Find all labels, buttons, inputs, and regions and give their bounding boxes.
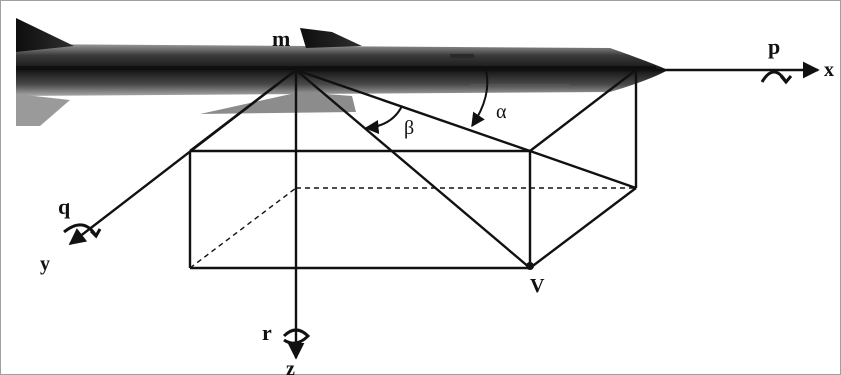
alpha-arc <box>471 69 489 128</box>
velocity-geometry <box>189 68 531 269</box>
body-detail <box>450 54 474 58</box>
yaw-rate-icon <box>282 328 311 345</box>
z-axis-label: z <box>286 358 295 375</box>
y-projection-line <box>189 69 297 152</box>
velocity-projection-line <box>295 68 531 153</box>
beta-arc <box>364 105 403 135</box>
origin-label: m <box>272 26 290 51</box>
pitch-rate-label: q <box>58 194 71 219</box>
y-axis-label: y <box>40 253 50 275</box>
wing-fin-top <box>300 28 362 48</box>
roll-rate-icon <box>760 70 793 85</box>
box-top-right-edge <box>529 69 637 152</box>
pitch-rate-icon <box>63 223 102 239</box>
velocity-point <box>526 262 534 270</box>
tail-fin-bottom <box>16 94 70 126</box>
tail-fin-top <box>16 18 74 52</box>
wing-fin-bottom <box>200 92 356 114</box>
box-face-diagonal <box>529 149 637 190</box>
attack-angle-label: α <box>496 101 507 123</box>
roll-rate-label: p <box>768 34 780 59</box>
x-axis-label: x <box>824 59 834 81</box>
sideslip-angle-label: β <box>404 117 414 139</box>
reference-box <box>188 69 638 270</box>
hidden-edges <box>189 187 636 269</box>
velocity-label: V <box>530 275 545 297</box>
box-bottom-right-edge <box>529 187 637 269</box>
yaw-rate-label: r <box>262 320 272 345</box>
velocity-vector-line <box>295 69 531 269</box>
body-axes <box>68 61 820 360</box>
